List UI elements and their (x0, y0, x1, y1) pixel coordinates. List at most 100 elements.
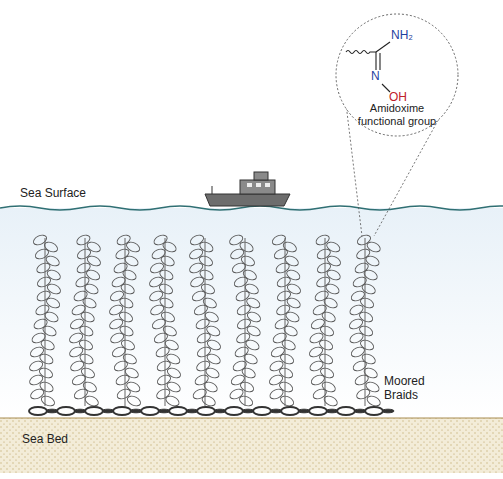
braid-loop (282, 240, 298, 254)
braid-loop (206, 338, 222, 352)
braid-loop (148, 275, 164, 289)
ship (205, 172, 290, 206)
braid-loop (34, 247, 50, 261)
braid-loop (310, 373, 326, 387)
braid-loop (276, 275, 292, 289)
braid-loop (38, 380, 54, 394)
braid-loop (38, 352, 54, 366)
braid-loop (188, 247, 204, 261)
braid-loop (108, 317, 124, 331)
braid-loop (189, 275, 205, 289)
braid-loop (46, 282, 62, 296)
braids (28, 233, 382, 408)
braid-core (125, 238, 126, 406)
braid-loop (188, 261, 204, 275)
braid-loop (268, 387, 284, 401)
braid-loop (281, 338, 297, 352)
braid-loop (278, 366, 294, 380)
braid-loop (125, 240, 141, 254)
braid-loop (194, 373, 210, 387)
atom-label: N (371, 69, 380, 83)
braid-loop (228, 387, 244, 401)
braid-loop (115, 373, 131, 387)
braid-loop (279, 394, 295, 408)
braid-loop (364, 380, 380, 394)
braid-loop (30, 331, 46, 345)
braid-loop (162, 324, 178, 338)
braid-loop (319, 324, 335, 338)
braid-loop (200, 282, 216, 296)
scene-label: Sea Bed (22, 432, 68, 446)
braid-loop (109, 289, 125, 303)
braid-loop (116, 387, 132, 401)
braid-loop (76, 261, 92, 275)
braid-loop (113, 359, 129, 373)
chain-link (337, 407, 355, 415)
braid-loop (78, 338, 94, 352)
braid-loop (316, 261, 332, 275)
braid-core (45, 238, 46, 406)
braid-loop (355, 387, 371, 401)
braid-loop (164, 338, 180, 352)
braid-loop (244, 282, 260, 296)
braid-loop (358, 310, 374, 324)
braid-loop (120, 338, 136, 352)
chain-link (281, 407, 299, 415)
braid-loop (34, 303, 50, 317)
braid-loop (204, 310, 220, 324)
braid-loop (155, 345, 171, 359)
braid-loop (161, 240, 177, 254)
braid-loop (228, 233, 244, 247)
braid-loop (109, 331, 125, 345)
braid-loop (126, 394, 142, 408)
braid-loop (45, 296, 61, 310)
braid-loop (244, 338, 260, 352)
braid-loop (358, 324, 374, 338)
braid-loop (123, 254, 139, 268)
braid-loop (189, 233, 205, 247)
braid-loop (229, 247, 245, 261)
braid-loop (124, 366, 140, 380)
braid-loop (240, 254, 256, 268)
braid-loop (202, 296, 218, 310)
braid-loop (195, 317, 211, 331)
braid-loop (276, 289, 292, 303)
water (0, 208, 503, 418)
braid-core (165, 238, 166, 406)
braid-loop (40, 338, 56, 352)
braid-loop (78, 352, 94, 366)
braid-loop (350, 289, 366, 303)
sea-bed (0, 418, 503, 473)
braid-loop (158, 296, 174, 310)
chain-link (169, 407, 187, 415)
braid-loop (321, 310, 337, 324)
braid-loop (75, 233, 91, 247)
chain-link (141, 407, 159, 415)
braid-loop (235, 289, 251, 303)
braid-loop (325, 240, 341, 254)
braid-loop (120, 282, 136, 296)
braid-loop (279, 352, 295, 366)
braid-loop (348, 331, 364, 345)
braid-loop (315, 233, 331, 247)
braid-loop (236, 303, 252, 317)
braid-loop (164, 394, 180, 408)
braid-loop (118, 310, 134, 324)
braid-loop (308, 331, 324, 345)
braid-loop (28, 373, 44, 387)
braid-loop (354, 373, 370, 387)
braid-loop (148, 289, 164, 303)
braid-loop (83, 282, 99, 296)
chain (29, 407, 394, 415)
braid-loop (348, 303, 364, 317)
braid-core (205, 238, 206, 406)
braid-loop (116, 233, 132, 247)
braid-loop (278, 380, 294, 394)
braid-loop (246, 310, 262, 324)
braid-loop (361, 282, 377, 296)
braid-loop (268, 373, 284, 387)
braid-loop (84, 394, 100, 408)
scene-label: Sea Surface (20, 186, 86, 200)
braid-loop (234, 345, 250, 359)
